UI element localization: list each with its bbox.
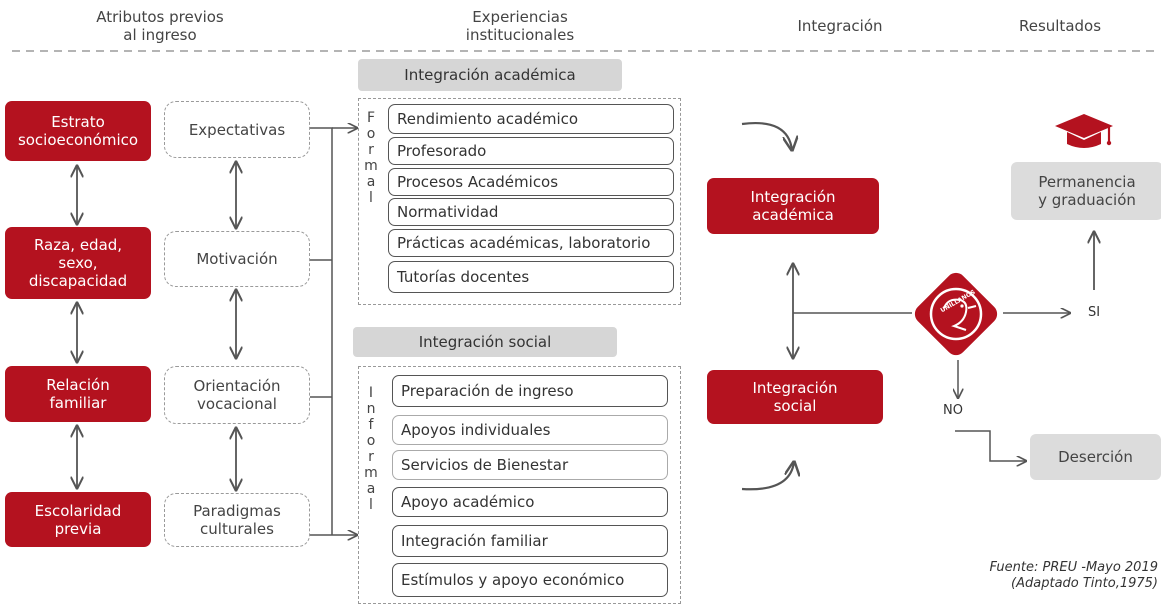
motivation-box-motivation: Motivación (164, 231, 310, 287)
social-item: Integración familiar (392, 525, 668, 557)
yes-label: SI (1088, 305, 1101, 320)
academic-item: Procesos Académicos (388, 168, 674, 196)
header-attributes: Atributos previos al ingreso (96, 8, 224, 44)
motivation-box-paradigms: Paradigmas culturales (164, 493, 310, 547)
attribute-box-demographics: Raza, edad, sexo, discapacidad (5, 227, 151, 299)
header-experiences: Experiencias institucionales (465, 8, 575, 44)
attribute-box-family: Relación familiar (5, 366, 151, 422)
social-item: Servicios de Bienestar (392, 450, 668, 480)
result-permanence: Permanencia y graduación (1011, 162, 1161, 220)
social-item: Apoyo académico (392, 487, 668, 517)
motivation-box-orientation: Orientación vocacional (164, 366, 310, 424)
arrow-to-desertion (955, 430, 1026, 461)
source-note: Fuente: PREU -Mayo 2019 (Adaptado Tinto,… (989, 560, 1158, 591)
social-item: Estímulos y apoyo económico (392, 563, 668, 597)
attribute-box-schooling: Escolaridad previa (5, 492, 151, 547)
motivation-box-expectations: Expectativas (164, 101, 310, 158)
academic-item: Profesorado (388, 137, 674, 165)
academic-item: Tutorías docentes (388, 261, 674, 293)
attribute-box-stratum: Estrato socioeconómico (5, 101, 151, 161)
header-integration: Integración (797, 17, 883, 35)
graduation-cap-icon (1053, 110, 1115, 154)
academic-item: Normatividad (388, 198, 674, 226)
academic-item: Rendimiento académico (388, 104, 674, 134)
curved-arrow-social (741, 462, 794, 491)
no-label: NO (943, 403, 963, 418)
integration-social-box: Integración social (707, 370, 883, 424)
curved-arrow-academic (741, 122, 792, 150)
heron-logo-icon: UNILLANOS (908, 268, 1004, 360)
social-item: Preparación de ingreso (392, 375, 668, 407)
bracket-line (310, 127, 333, 535)
header-results: Resultados (1018, 17, 1102, 35)
social-group-title: Integración social (353, 327, 617, 357)
result-desertion: Deserción (1030, 434, 1161, 480)
social-vertical-label: I n f o r m a l (364, 385, 378, 513)
social-item: Apoyos individuales (392, 415, 668, 445)
academic-group-title: Integración académica (358, 59, 622, 91)
academic-vertical-label: F o r m a l (364, 110, 378, 206)
integration-academic-box: Integración académica (707, 178, 879, 234)
academic-item: Prácticas académicas, laboratorio (388, 229, 674, 257)
